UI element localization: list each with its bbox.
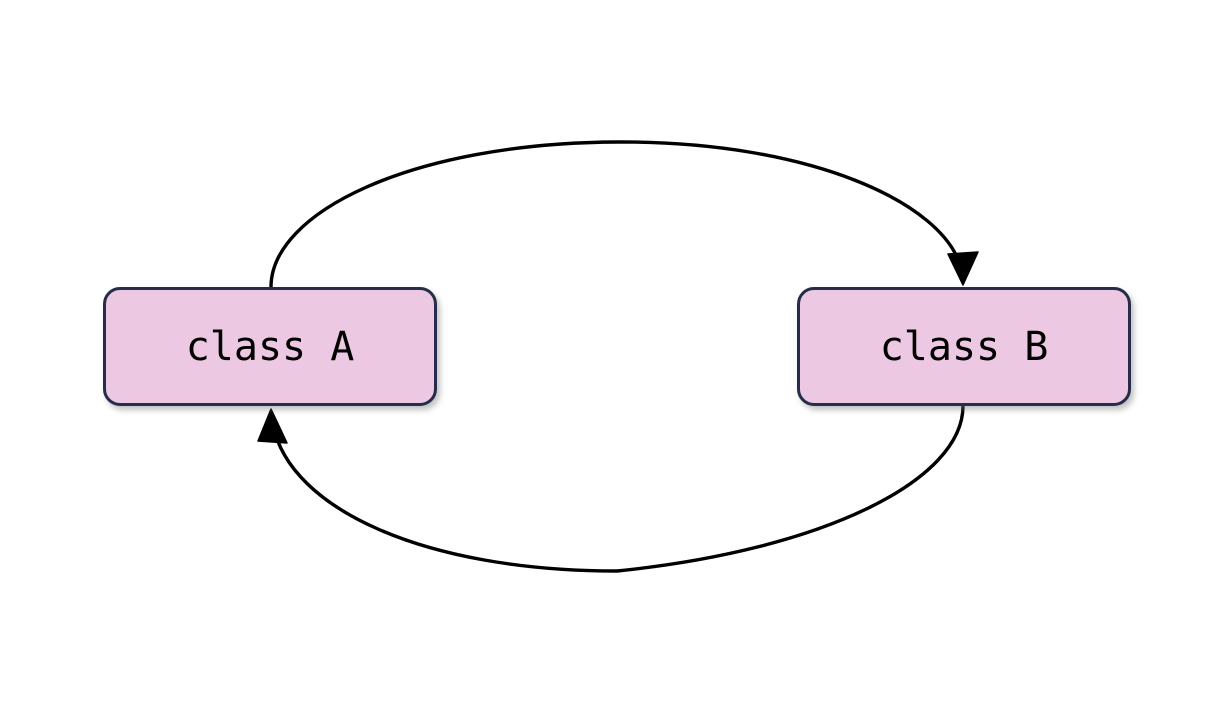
edge-a-to-b	[269, 140, 979, 289]
edge-b-to-a-path	[271, 404, 965, 573]
edge-b-to-a	[257, 404, 965, 573]
node-class-b-label: class B	[879, 323, 1049, 370]
edge-a-to-b-arrowhead	[947, 251, 979, 286]
edge-a-to-b-path	[269, 140, 963, 289]
node-class-b[interactable]: class B	[797, 287, 1131, 406]
edge-b-to-a-arrowhead	[257, 408, 288, 444]
node-class-a-label: class A	[185, 323, 355, 370]
node-class-a[interactable]: class A	[103, 287, 437, 406]
